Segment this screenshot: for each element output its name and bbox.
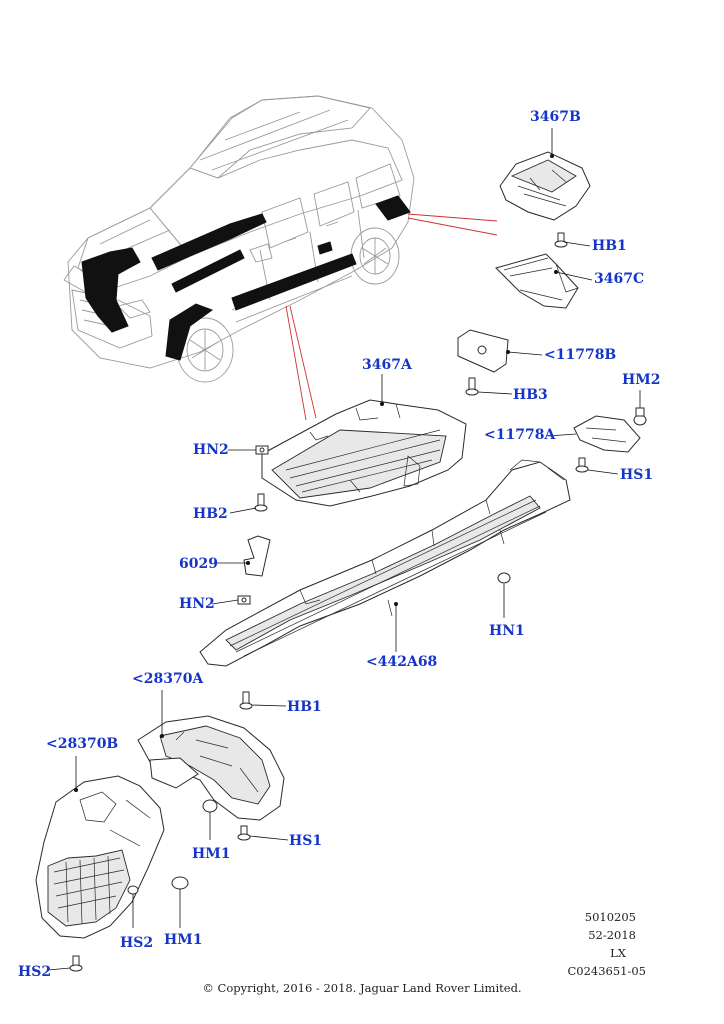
callout-hs2-mid: HS2 — [120, 935, 154, 951]
part-6029-bracket — [243, 535, 271, 577]
fastener-hb1-bottom — [239, 691, 253, 710]
callout-6029: 6029 — [179, 556, 218, 572]
callout-hs1-bottom: HS1 — [289, 833, 323, 849]
fastener-hm1-mid — [202, 799, 218, 813]
part-3467C-bracket — [495, 253, 579, 309]
fastener-hm1-bottom — [171, 876, 189, 890]
callout-11778A: <11778A — [484, 427, 556, 443]
callout-hs1-top: HS1 — [620, 467, 654, 483]
fastener-hm2 — [633, 407, 647, 426]
fastener-hb2 — [254, 493, 268, 512]
part-28370A-liner — [137, 715, 285, 821]
fastener-hb1-top — [554, 232, 568, 248]
callout-hb1-bottom: HB1 — [287, 699, 322, 715]
vehicle-outline — [63, 95, 415, 383]
callout-3467A: 3467A — [362, 357, 412, 373]
reference-code-2: 52-2018 — [588, 928, 636, 942]
fastener-hs2-left — [69, 955, 83, 972]
link-lines — [285, 213, 498, 421]
reference-code-1: 5010205 — [584, 910, 636, 924]
callout-hm1-mid: HM1 — [192, 846, 231, 862]
part-11778A-bracket — [573, 415, 641, 453]
callout-3467C: 3467C — [594, 271, 645, 287]
reference-code-3: LX — [610, 946, 626, 960]
callout-hb1-top: HB1 — [592, 238, 627, 254]
callout-3467B: 3467B — [530, 109, 581, 125]
fastener-hs1-bottom — [237, 825, 251, 841]
part-11778B-bracket — [457, 329, 509, 373]
fastener-hn2-top — [255, 445, 269, 455]
fastener-hs1-top — [575, 457, 589, 473]
part-3467B-cover — [499, 151, 591, 221]
callout-hn2-top: HN2 — [193, 442, 229, 458]
part-3467A-shield — [261, 399, 467, 507]
callout-442A68: <442A68 — [366, 654, 438, 670]
callout-hb3: HB3 — [513, 387, 548, 403]
fastener-hn1 — [497, 572, 511, 584]
callout-hm2: HM2 — [622, 372, 661, 388]
fastener-hn2-mid — [237, 595, 251, 605]
callout-11778B: <11778B — [544, 347, 617, 363]
reference-code-4: C0243651-05 — [567, 964, 646, 978]
callout-hs2-left: HS2 — [18, 964, 52, 980]
fastener-hb3 — [465, 377, 479, 396]
copyright-notice: © Copyright, 2016 - 2018. Jaguar Land Ro… — [202, 981, 522, 995]
part-28370B-liner — [35, 775, 165, 939]
callout-hn1: HN1 — [489, 623, 525, 639]
callout-hm1-bottom: HM1 — [164, 932, 203, 948]
leader-lines — [47, 128, 641, 971]
part-442A68-shield — [199, 459, 571, 667]
fastener-hs2-mid — [127, 885, 139, 895]
callout-28370B: <28370B — [46, 736, 119, 752]
callout-hn2-mid: HN2 — [179, 596, 215, 612]
callout-hb2: HB2 — [193, 506, 228, 522]
callout-28370A: <28370A — [132, 671, 204, 687]
